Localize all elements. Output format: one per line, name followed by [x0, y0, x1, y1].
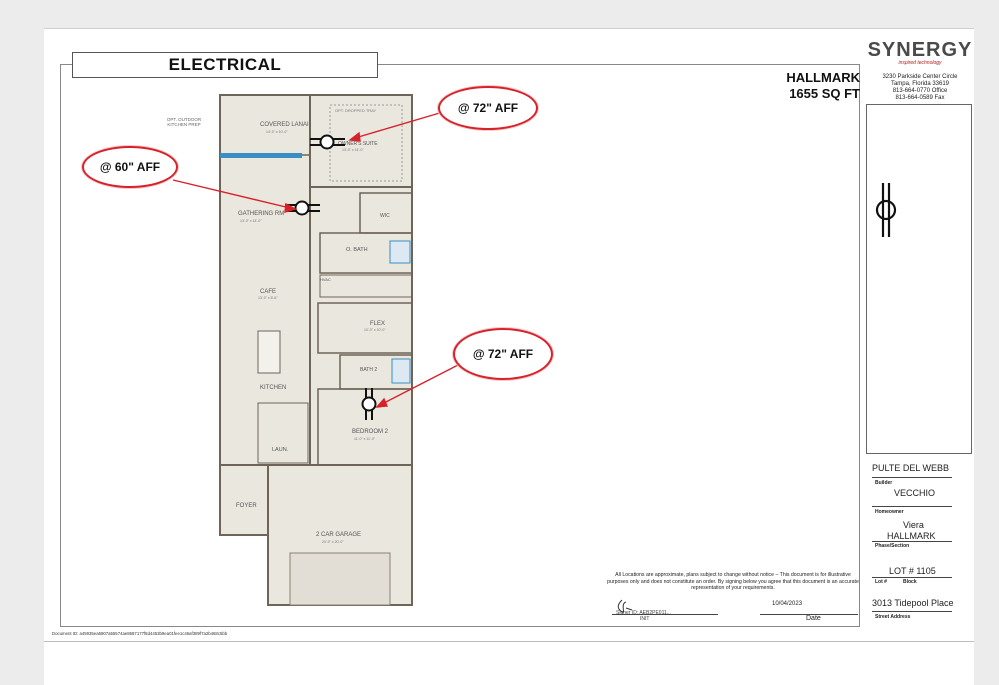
plan-name: HALLMARK	[786, 70, 860, 85]
owners-shower	[389, 240, 411, 264]
hvac-label: HVAC	[320, 277, 331, 282]
sliding-glass-door	[220, 153, 302, 158]
wic-label: WIC	[380, 213, 390, 219]
address-line: 813-664-0770 Office	[892, 88, 948, 94]
bedroom2-label: BEDROOM 2	[352, 429, 389, 435]
flex-label: FLEX	[370, 321, 385, 327]
lot-value: LOT # 1105	[889, 566, 936, 576]
outdoor-kitchen-label: OPT. OUTDOOR KITCHEN PREP	[166, 117, 202, 127]
init-label: INIT	[640, 616, 650, 622]
flex-walls	[317, 302, 413, 354]
sheet-title: ELECTRICAL	[72, 52, 378, 78]
phase-line	[872, 541, 952, 542]
bath2-shower	[391, 358, 411, 384]
homeowner-value: VECCHIO	[894, 488, 936, 498]
homeowner-label: Homeowner	[875, 509, 904, 515]
phase-value-2: HALLMARK	[887, 531, 936, 541]
street-value: 3013 Tidepool Place	[872, 598, 954, 608]
laundry-label: LAUN.	[272, 447, 289, 453]
phase-value-1: Viera	[903, 520, 924, 530]
cafe-dim: 13'-0" x 8'-6"	[258, 296, 278, 300]
signer-caption: Signer ID: AEB2PE011...	[616, 610, 671, 616]
street-line	[872, 611, 952, 612]
owners-suite-label: OWNER'S SUITE	[338, 141, 378, 147]
block-label: Block	[903, 579, 917, 585]
callout-gathering: @ 60" AFF	[82, 146, 178, 188]
legend-box	[866, 104, 972, 454]
date-label: Date	[806, 615, 821, 622]
kitchen-island	[257, 330, 281, 374]
company-name: SYNERGY	[867, 39, 973, 61]
lot-line	[872, 577, 952, 578]
foyer-outline	[219, 464, 269, 536]
garage-door	[289, 552, 391, 606]
owners-suite-dim: 13'-0" x 14'-0"	[342, 148, 364, 152]
plan-size: 1655 SQ FT	[789, 86, 860, 101]
bedroom2-dim: 11'-0" x 11'-0"	[354, 437, 376, 441]
drawing-frame	[60, 64, 860, 627]
legend-symbol-svg	[875, 183, 897, 237]
flex-dim: 10'-0" x 10'-0"	[364, 328, 386, 332]
builder-line	[872, 477, 952, 478]
gathering-dim: 13'-0" x 14'-0"	[240, 219, 262, 223]
callout-bedroom2: @ 72" AFF	[453, 328, 553, 380]
lanai-label: COVERED LANAI	[260, 122, 309, 128]
living-area-outline	[219, 94, 413, 466]
phase-label: Phase/Section	[875, 543, 910, 549]
foyer-label: FOYER	[236, 503, 257, 509]
cafe-label: CAFE	[260, 289, 276, 295]
street-label: Street Address	[875, 614, 911, 620]
plan-title: HALLMARK 1655 SQ FT	[770, 70, 860, 102]
signature-scribble	[617, 599, 633, 613]
lanai-dim: 14'-0" x 10'-0"	[266, 130, 288, 134]
obath-label: O. BATH	[346, 247, 368, 253]
address-line: 3230 Parkside Center Circle	[882, 74, 958, 80]
homeowner-line	[872, 506, 952, 507]
builder-value: PULTE DEL WEBB	[872, 463, 950, 473]
signature-line	[612, 614, 718, 615]
tv-outlet-symbol	[875, 183, 897, 237]
company-address: 3230 Parkside Center Circle Tampa, Flori…	[866, 74, 974, 102]
tray-label: OPT. DROPPED TRAY	[335, 108, 377, 113]
address-line: 813-664-0589 Fax	[895, 95, 945, 101]
disclaimer-text: All Locations are approximate, plans sub…	[607, 572, 859, 591]
company-logo: SYNERGY inspired technology	[866, 40, 974, 66]
owners-suite-walls	[309, 94, 413, 188]
kitchen-label: KITCHEN	[260, 385, 286, 391]
garage-dim: 20'-0" x 20'-0"	[322, 540, 344, 544]
owners-bath-walls	[319, 232, 413, 274]
gathering-label: GATHERING RM	[238, 211, 284, 217]
floor-plan: COVERED LANAI 14'-0" x 10'-0" OPT. DROPP…	[219, 94, 413, 606]
company-tagline: inspired technology	[898, 60, 942, 66]
callout-owners-suite: @ 72" AFF	[438, 86, 538, 130]
garage-label: 2 CAR GARAGE	[316, 532, 361, 538]
lot-label: Lot #	[875, 579, 887, 585]
date-value: 10/04/2023	[772, 601, 803, 607]
date-line	[760, 614, 858, 615]
next-page-edge	[44, 641, 974, 685]
bath2-label: BATH 2	[360, 367, 377, 373]
document-id: Document ID: a45935ea5907a55574ae8687177…	[52, 631, 228, 636]
laundry-walls	[257, 402, 309, 464]
address-line: Tampa, Florida 33619	[890, 81, 950, 87]
builder-label: Builder	[875, 480, 893, 486]
